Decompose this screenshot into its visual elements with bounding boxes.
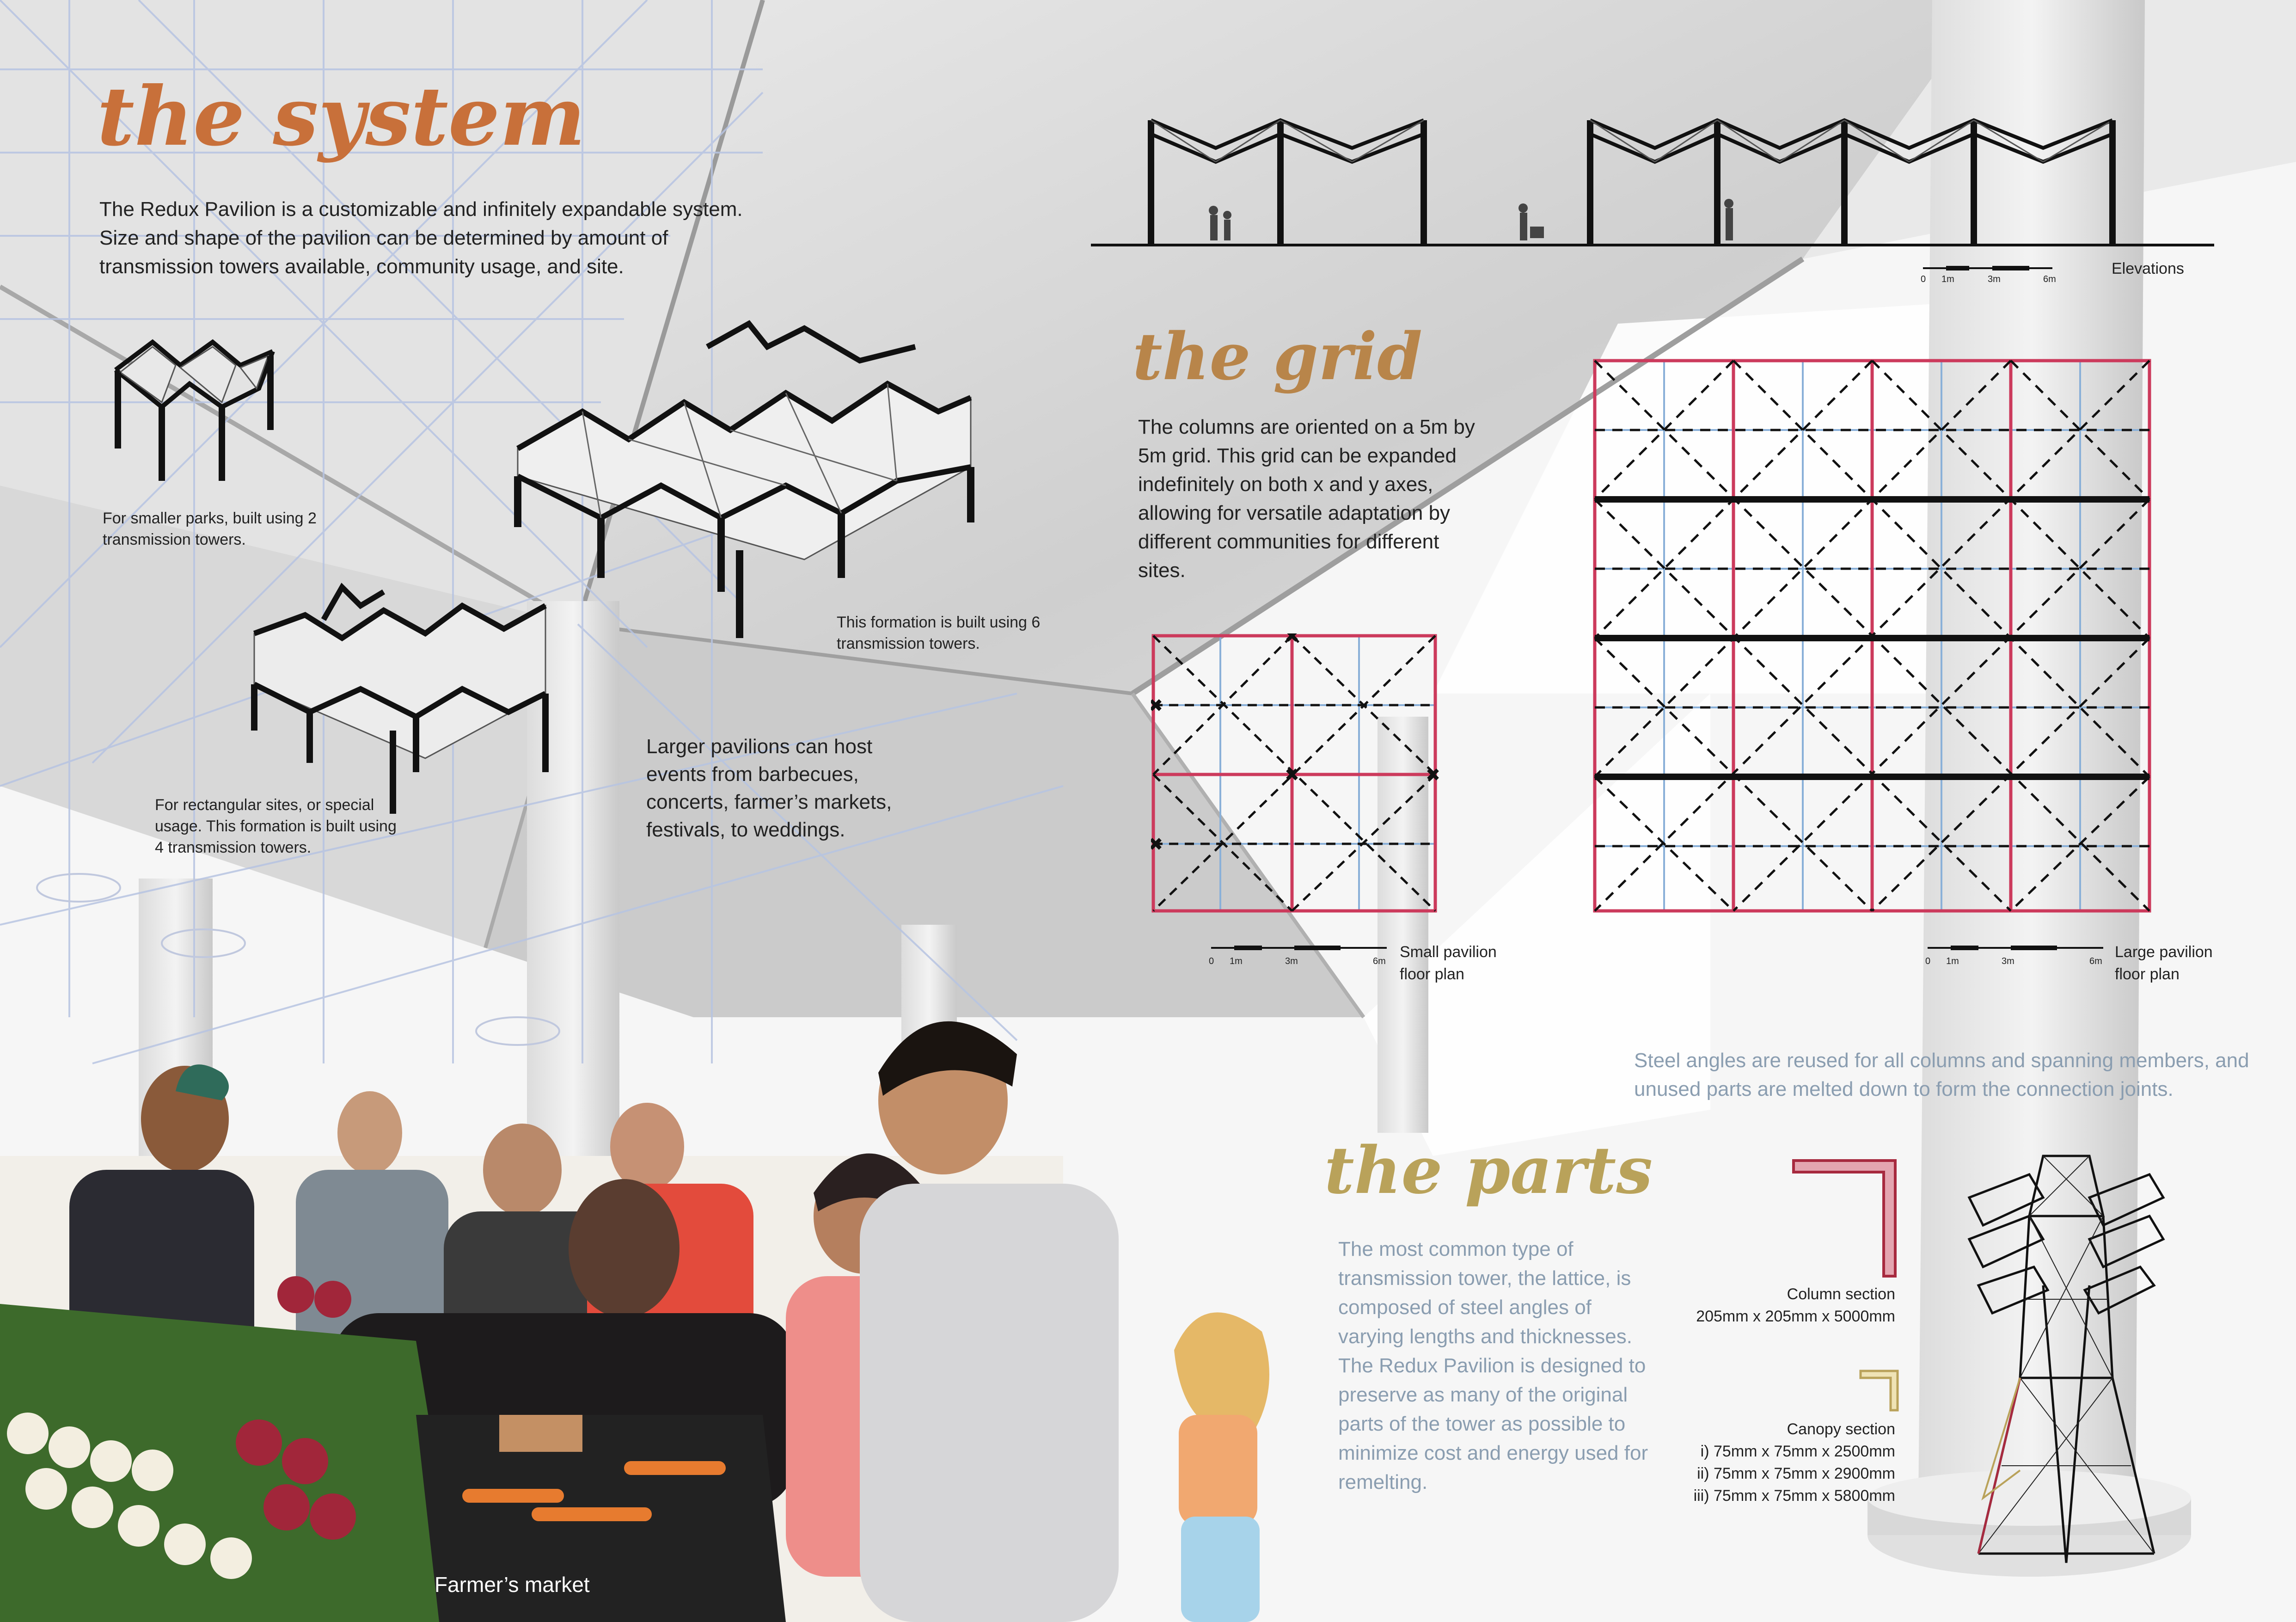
small-pavilion-floor-plan xyxy=(1151,633,1439,913)
column-section-dims: 205mm x 205mm x 5000mm xyxy=(1696,1308,1895,1325)
large-scale-1m: 1m xyxy=(1946,956,1959,966)
grid-title: the grid xyxy=(1133,319,1422,395)
elevations-drawing: 0 1m 3m 6m xyxy=(1091,118,2214,284)
small-scale-3m: 3m xyxy=(1285,956,1298,966)
caption-two-towers: For smaller parks, built using 2 transmi… xyxy=(103,510,317,548)
parts-intro: Steel angles are reused for all columns … xyxy=(1634,1049,2249,1100)
canopy-dim-1: i) 75mm x 75mm x 2500mm xyxy=(1700,1443,1895,1460)
grid-description: The columns are oriented on a 5m by 5m g… xyxy=(1138,416,1475,582)
parts-description: The most common type of transmission tow… xyxy=(1338,1238,1648,1493)
large-scale-6m: 6m xyxy=(2089,956,2102,966)
caption-six-towers: This formation is built using 6 transmis… xyxy=(837,614,1041,652)
elev-scale-1m: 1m xyxy=(1941,274,1954,284)
elev-scale-0: 0 xyxy=(1921,274,1926,284)
elevations-label: Elevations xyxy=(2112,260,2184,277)
large-pavilion-floor-plan xyxy=(1593,359,2151,913)
elev-scale-3m: 3m xyxy=(1988,274,2001,284)
six-tower-pavilion-diagram xyxy=(514,320,974,638)
column-section-label: Column section xyxy=(1787,1285,1895,1303)
large-scale-3m: 3m xyxy=(2002,956,2014,966)
small-plan-label: Small pavilion floor plan xyxy=(1400,943,1497,983)
photo-caption: Farmer’s market xyxy=(435,1573,590,1597)
transmission-tower-lattice xyxy=(1967,1155,2165,1563)
two-tower-pavilion-diagram xyxy=(114,339,275,481)
system-description: The Redux Pavilion is a customizable and… xyxy=(99,198,743,278)
four-tower-pavilion-diagram xyxy=(251,583,549,814)
large-scale-0: 0 xyxy=(1925,956,1930,966)
farmers-market-photo xyxy=(0,1021,1269,1622)
large-plan-scale-bar: 0 1m 3m 6m xyxy=(1925,946,2103,966)
small-scale-0: 0 xyxy=(1209,956,1214,966)
system-title: the system xyxy=(97,69,586,164)
caption-four-towers: For rectangular sites, or special usage.… xyxy=(155,796,397,856)
canopy-dim-2: ii) 75mm x 75mm x 2900mm xyxy=(1697,1465,1895,1482)
elev-scale-6m: 6m xyxy=(2043,274,2056,284)
canopy-section-label: Canopy section xyxy=(1787,1420,1895,1438)
small-scale-1m: 1m xyxy=(1230,956,1243,966)
canopy-section-angle xyxy=(1859,1370,1899,1412)
events-text: Larger pavilions can host events from ba… xyxy=(646,735,892,841)
parts-title: the parts xyxy=(1324,1133,1653,1209)
canopy-dim-3: iii) 75mm x 75mm x 5800mm xyxy=(1693,1487,1895,1505)
column-section-angle xyxy=(1792,1159,1897,1278)
small-scale-6m: 6m xyxy=(1373,956,1386,966)
small-plan-scale-bar: 0 1m 3m 6m xyxy=(1209,946,1387,966)
large-plan-label: Large pavilion floor plan xyxy=(2115,943,2213,983)
